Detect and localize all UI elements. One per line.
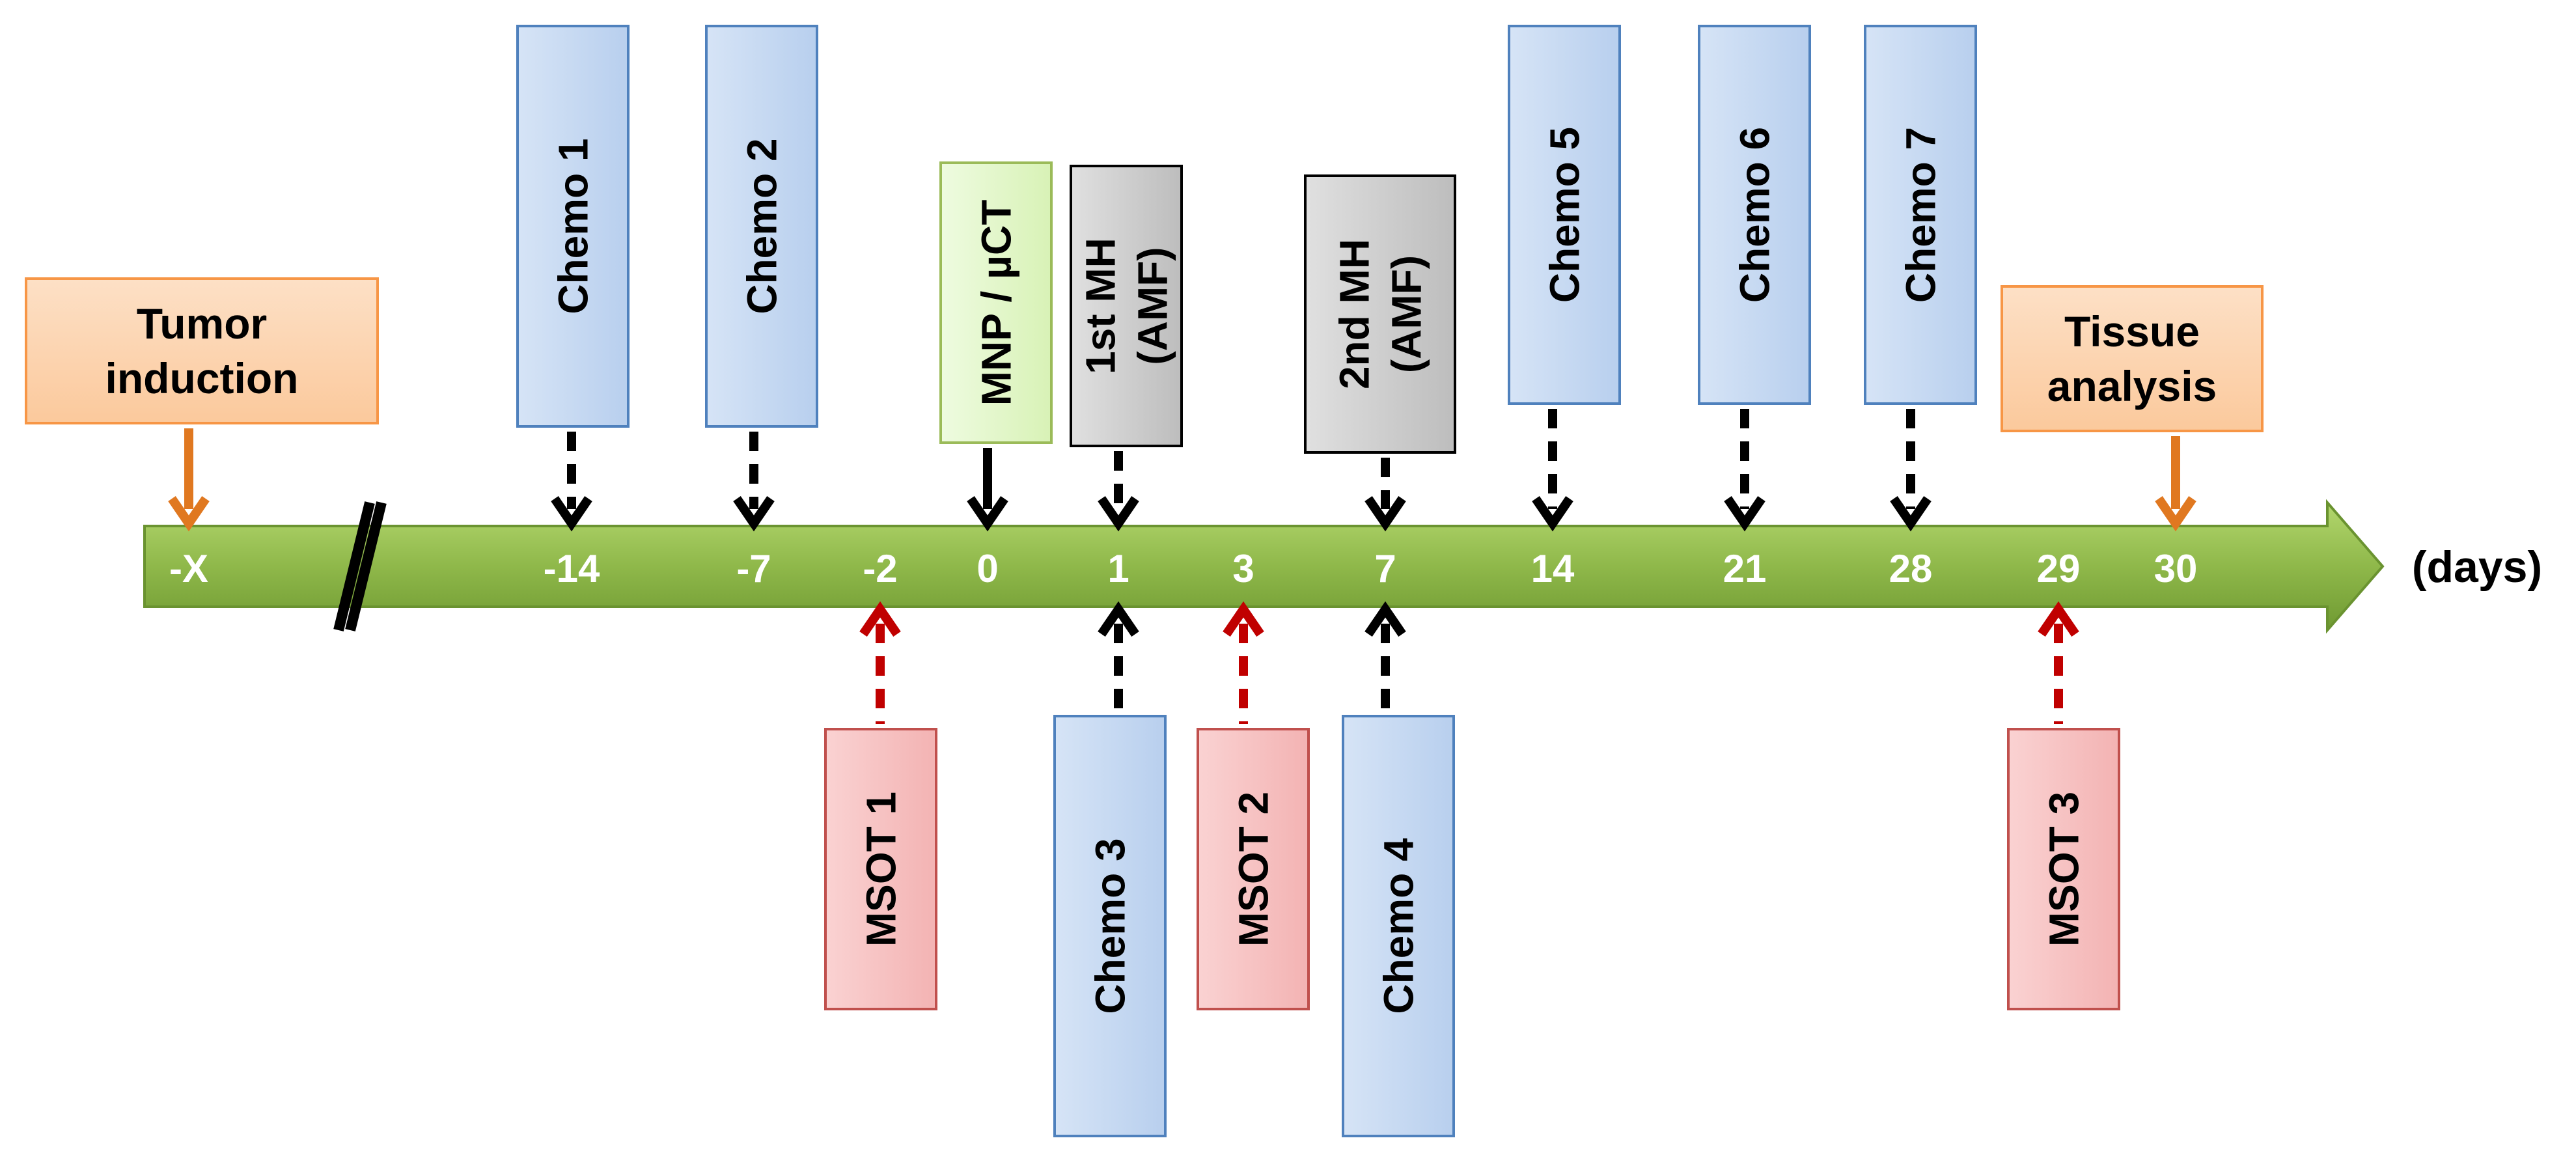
chemo-1-label: Chemo 1 [549,138,596,314]
tumor-induction-box: Tumor induction [25,277,379,424]
mh-1-label: (AMF) [1129,247,1176,365]
msot-2-label: MSOT 2 [1230,792,1277,947]
tick-label: 30 [2154,547,2198,590]
tick-label: -X [169,547,208,590]
chemo-1-arrow [551,432,592,532]
tick-label: -14 [544,547,600,590]
chemo-6-box: Chemo 6 [1698,25,1811,405]
msot-3-box: MSOT 3 [2007,728,2120,1010]
chemo-2-label: Chemo 2 [738,138,785,314]
tick-label: 29 [2037,547,2081,590]
tissue-analysis-label: analysis [2047,362,2217,410]
chemo-2-arrow [733,432,775,532]
chemo-5-box: Chemo 5 [1508,25,1621,405]
msot-3-label: MSOT 3 [2040,792,2087,947]
chemo-6-label: Chemo 6 [1731,127,1778,303]
chemo-7-label: Chemo 7 [1897,127,1944,303]
tick-label: 0 [976,547,998,590]
chemo-3-label: Chemo 3 [1087,838,1133,1014]
axis-unit-label: (days) [2412,542,2542,592]
chemo-7-box: Chemo 7 [1864,25,1977,405]
tick-label: 7 [1374,547,1396,590]
mh-2-label: (AMF) [1383,255,1430,373]
mnp-uct-label: MNP / µCT [973,200,1019,406]
mh-1-label: 1st MH [1077,238,1124,374]
mh-1-arrow [1098,451,1139,532]
mnp-uct-box: MNP / µCT [939,161,1053,444]
tumor-induction-arrow [168,428,210,532]
chemo-2-box: Chemo 2 [705,25,818,428]
chemo-3-box: Chemo 3 [1053,715,1167,1137]
chemo-4-label: Chemo 4 [1375,838,1422,1014]
chemo-3-arrow [1098,601,1139,711]
chemo-4-box: Chemo 4 [1342,715,1455,1137]
chemo-4-arrow [1364,601,1406,711]
msot-1-label: MSOT 1 [857,792,904,947]
tissue-analysis-box: Tissue analysis [2001,285,2264,432]
tissue-analysis-arrow [2155,436,2196,532]
mh-2-label: 2nd MH [1331,239,1378,389]
msot-1-arrow [859,601,901,724]
chemo-5-label: Chemo 5 [1541,127,1588,303]
tick-label: 14 [1531,547,1575,590]
events-above-timeline: Tumor induction Chemo 1 Chemo 2 MNP / µCT 1st… [25,25,2264,532]
msot-3-arrow [2038,601,2079,724]
mh-1-box: 1st MH(AMF) [1070,165,1183,447]
chemo-6-arrow [1724,409,1766,532]
tissue-analysis-label: Tissue [2064,307,2200,355]
tick-label: 1 [1107,547,1129,590]
msot-2-box: MSOT 2 [1197,728,1310,1010]
events-below-timeline: MSOT 1 Chemo 3 MSOT 2 Chemo 4 MSOT 3 [824,601,2120,1137]
tumor-induction-label: induction [105,354,299,402]
chemo-5-arrow [1532,409,1573,532]
mnp-uct-arrow [967,448,1008,532]
tick-label: -7 [736,547,771,590]
tick-label: -2 [863,547,897,590]
msot-1-box: MSOT 1 [824,728,937,1010]
chemo-1-box: Chemo 1 [516,25,630,428]
tick-label: 28 [1889,547,1933,590]
timeline-arrow [143,499,2385,634]
msot-2-arrow [1223,601,1264,724]
tumor-induction-label: Tumor [137,299,267,348]
chemo-7-arrow [1890,409,1932,532]
mh-2-box: 2nd MH(AMF) [1304,174,1456,454]
mh-2-arrow [1364,458,1406,532]
tick-label: 21 [1723,547,1767,590]
axis-break-mark [333,501,387,631]
axis-tick-labels: -X -14 -7 -2 0 1 3 7 14 21 28 29 30 [169,547,2197,590]
tick-label: 3 [1232,547,1254,590]
